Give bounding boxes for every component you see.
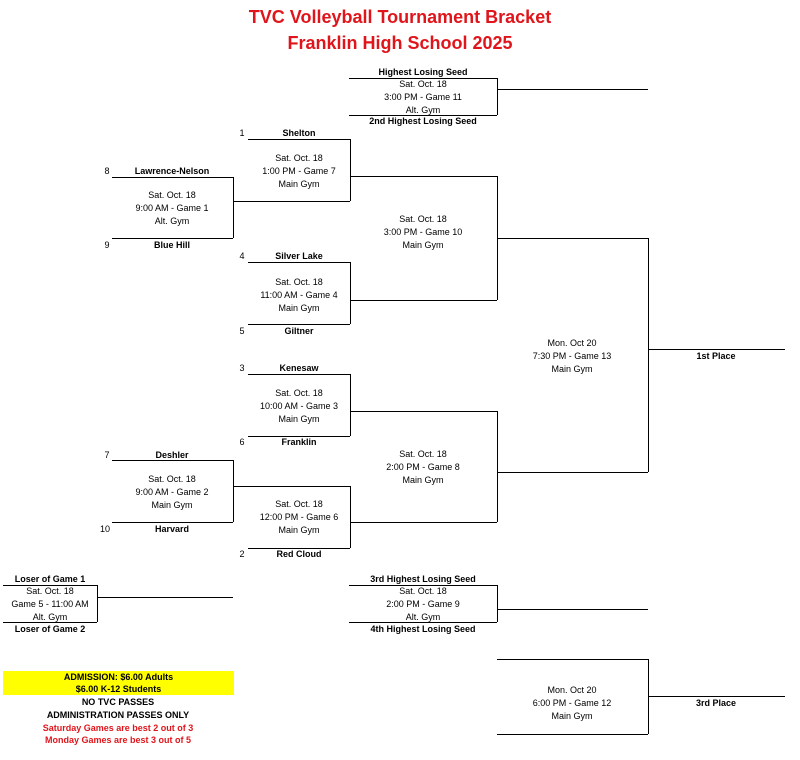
- admin-passes-note: ADMINISTRATION PASSES ONLY: [46, 710, 190, 720]
- game-gym: Main Gym: [402, 240, 444, 250]
- seed-number: 6: [239, 437, 245, 447]
- game-gym: Main Gym: [151, 500, 193, 510]
- game-time: 6:00 PM - Game 12: [532, 698, 612, 708]
- seed-number: 7: [104, 450, 110, 460]
- game-gym: Main Gym: [551, 364, 593, 374]
- game-gym: Main Gym: [278, 303, 320, 313]
- game-time: 9:00 AM - Game 2: [135, 487, 209, 497]
- team-loser-game-2: Loser of Game 2: [14, 624, 86, 634]
- game-day: Mon. Oct 20: [547, 338, 597, 348]
- seed-number: 8: [104, 166, 110, 176]
- game-gym: Alt. Gym: [405, 105, 441, 115]
- seed-number: 3: [239, 363, 245, 373]
- game-day: Sat. Oct. 18: [275, 153, 323, 163]
- game-10-info: Sat. Oct. 18 3:00 PM - Game 10 Main Gym: [353, 213, 493, 252]
- game-gym: Main Gym: [402, 475, 444, 485]
- monday-format-note: Monday Games are best 3 out of 5: [44, 735, 192, 745]
- team-loser-game-1: Loser of Game 1: [14, 574, 86, 584]
- game-day: Sat. Oct. 18: [275, 388, 323, 398]
- game-1-info: Sat. Oct. 18 9:00 AM - Game 1 Alt. Gym: [102, 189, 242, 228]
- game-day: Sat. Oct. 18: [399, 449, 447, 459]
- page-title: TVC Volleyball Tournament Bracket: [248, 7, 552, 27]
- game-day: Sat. Oct. 18: [275, 277, 323, 287]
- seed-number: 9: [104, 240, 110, 250]
- game-gym: Alt. Gym: [405, 612, 441, 622]
- game-day: Sat. Oct. 18: [26, 586, 74, 596]
- game-gym: Alt. Gym: [154, 216, 190, 226]
- team-red-cloud: Red Cloud: [276, 549, 322, 559]
- team-2nd-highest-losing-seed: 2nd Highest Losing Seed: [369, 116, 477, 126]
- team-highest-losing-seed: Highest Losing Seed: [378, 67, 468, 77]
- game-day: Sat. Oct. 18: [399, 214, 447, 224]
- game-day: Sat. Oct. 18: [148, 190, 196, 200]
- page-subtitle: Franklin High School 2025: [287, 33, 513, 53]
- game-5-info: Sat. Oct. 18 Game 5 - 11:00 AM Alt. Gym: [0, 585, 120, 624]
- game-gym: Main Gym: [551, 711, 593, 721]
- seed-number: 1: [239, 128, 245, 138]
- game-time: 12:00 PM - Game 6: [259, 512, 339, 522]
- team-shelton: Shelton: [282, 128, 316, 138]
- no-tvc-passes-note: NO TVC PASSES: [81, 697, 155, 707]
- team-giltner: Giltner: [284, 326, 314, 336]
- game-2-info: Sat. Oct. 18 9:00 AM - Game 2 Main Gym: [102, 473, 242, 512]
- game-8-info: Sat. Oct. 18 2:00 PM - Game 8 Main Gym: [353, 448, 493, 487]
- admission-students: $6.00 K-12 Students: [75, 684, 162, 694]
- game-gym: Alt. Gym: [32, 612, 68, 622]
- game-9-info: Sat. Oct. 18 2:00 PM - Game 9 Alt. Gym: [353, 585, 493, 624]
- game-11-info: Sat. Oct. 18 3:00 PM - Game 11 Alt. Gym: [353, 78, 493, 117]
- game-6-info: Sat. Oct. 18 12:00 PM - Game 6 Main Gym: [229, 498, 369, 537]
- game-4-info: Sat. Oct. 18 11:00 AM - Game 4 Main Gym: [229, 276, 369, 315]
- game-time: 3:00 PM - Game 11: [384, 92, 462, 102]
- game-13-info: Mon. Oct 20 7:30 PM - Game 13 Main Gym: [502, 337, 642, 376]
- game-time: 7:30 PM - Game 13: [532, 351, 612, 361]
- seed-number: 10: [99, 524, 110, 534]
- saturday-format-note: Saturday Games are best 2 out of 3: [42, 723, 194, 733]
- game-day: Sat. Oct. 18: [399, 79, 447, 89]
- game-time: 3:00 PM - Game 10: [383, 227, 463, 237]
- team-3rd-highest-losing-seed: 3rd Highest Losing Seed: [370, 574, 476, 584]
- team-lawrence-nelson: Lawrence-Nelson: [134, 166, 210, 176]
- result-1st-place: 1st Place: [696, 351, 736, 361]
- game-12-info: Mon. Oct 20 6:00 PM - Game 12 Main Gym: [502, 684, 642, 723]
- game-day: Sat. Oct. 18: [399, 586, 447, 596]
- game-time: Game 5 - 11:00 AM: [11, 599, 89, 609]
- team-kenesaw: Kenesaw: [279, 363, 319, 373]
- team-deshler: Deshler: [155, 450, 189, 460]
- team-blue-hill: Blue Hill: [153, 240, 190, 250]
- admission-adults: ADMISSION: $6.00 Adults: [63, 672, 174, 682]
- game-gym: Main Gym: [278, 179, 320, 189]
- game-day: Sat. Oct. 18: [275, 499, 323, 509]
- seed-number: 2: [239, 549, 245, 559]
- game-gym: Main Gym: [278, 414, 320, 424]
- game-time: 1:00 PM - Game 7: [262, 166, 336, 176]
- result-3rd-place: 3rd Place: [695, 698, 737, 708]
- game-time: 2:00 PM - Game 9: [386, 599, 460, 609]
- game-time: 10:00 AM - Game 3: [259, 401, 339, 411]
- game-day: Sat. Oct. 18: [148, 474, 196, 484]
- game-time: 9:00 AM - Game 1: [135, 203, 209, 213]
- team-silver-lake: Silver Lake: [275, 251, 323, 261]
- team-franklin: Franklin: [281, 437, 317, 447]
- team-4th-highest-losing-seed: 4th Highest Losing Seed: [370, 624, 476, 634]
- game-time: 11:00 AM - Game 4: [260, 290, 338, 300]
- admission-box: ADMISSION: $6.00 Adults $6.00 K-12 Stude…: [3, 671, 234, 695]
- game-7-info: Sat. Oct. 18 1:00 PM - Game 7 Main Gym: [229, 152, 369, 191]
- game-time: 2:00 PM - Game 8: [386, 462, 460, 472]
- game-gym: Main Gym: [278, 525, 320, 535]
- seed-number: 5: [239, 326, 245, 336]
- game-day: Mon. Oct 20: [547, 685, 597, 695]
- game-3-info: Sat. Oct. 18 10:00 AM - Game 3 Main Gym: [229, 387, 369, 426]
- team-harvard: Harvard: [154, 524, 190, 534]
- seed-number: 4: [239, 251, 245, 261]
